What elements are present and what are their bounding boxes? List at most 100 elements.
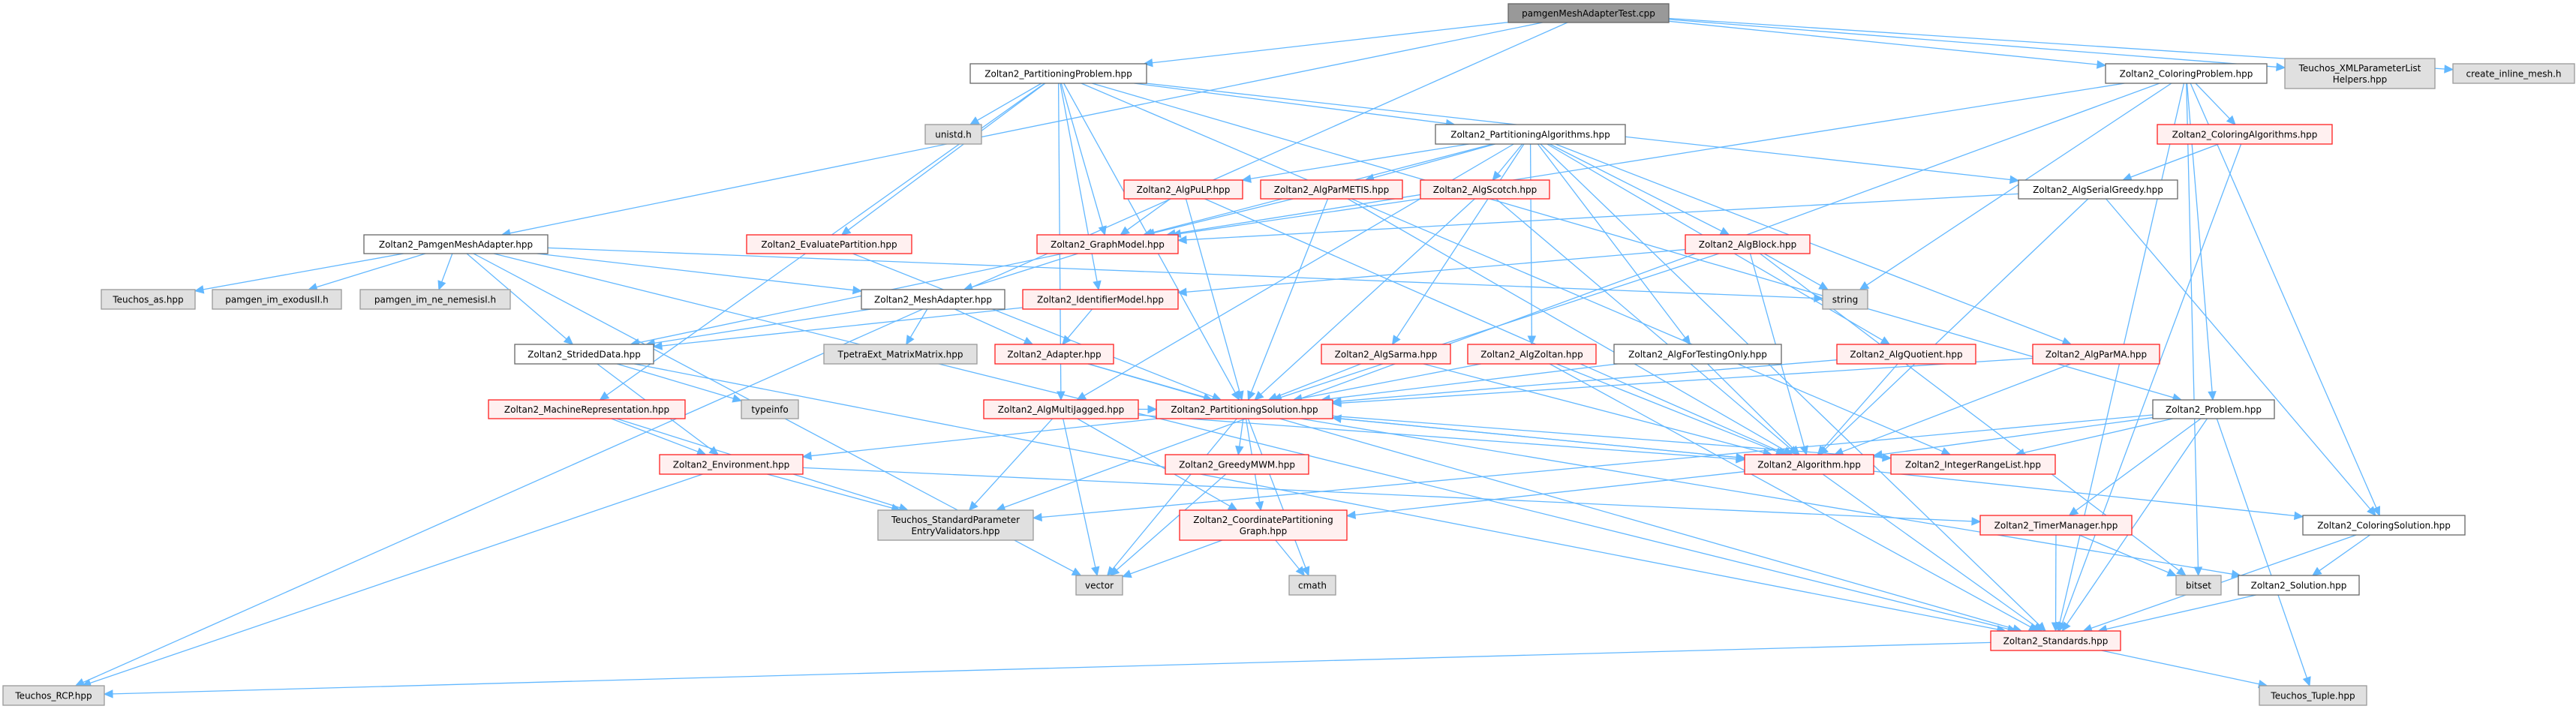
node-solution[interactable]: Zoltan2_Solution.hpp (2238, 575, 2360, 596)
node-algZoltan[interactable]: Zoltan2_AlgZoltan.hpp (1467, 344, 1597, 365)
edge-partAlgs-to-algZoltan (1529, 143, 1532, 337)
node-timerManager[interactable]: Zoltan2_TimerManager.hpp (1979, 515, 2133, 536)
arrowhead-icon (852, 285, 863, 295)
edge-pamgenAdapter-to-standards (493, 253, 2009, 629)
node-partSolution[interactable]: Zoltan2_PartitioningSolution.hpp (1156, 399, 1333, 419)
node-box (746, 234, 912, 254)
arrowhead-icon (2302, 676, 2311, 687)
node-algSerialGreedy[interactable]: Zoltan2_AlgSerialGreedy.hpp (2018, 179, 2178, 200)
arrowhead-icon (2367, 506, 2376, 516)
edge-colSolution-to-solution (2319, 534, 2370, 572)
edge-partAlgs-to-algParmetis (1372, 143, 1495, 179)
arrowhead-icon (732, 394, 743, 403)
arrowhead-icon (840, 226, 852, 236)
node-algParma[interactable]: Zoltan2_AlgParMA.hpp (2032, 344, 2160, 365)
arrowhead-icon (1177, 287, 1187, 296)
node-algBlock[interactable]: Zoltan2_AlgBlock.hpp (1685, 234, 1811, 254)
node-algPulp[interactable]: Zoltan2_AlgPuLP.hpp (1123, 179, 1243, 200)
node-stridedData[interactable]: Zoltan2_StridedData.hpp (514, 344, 654, 365)
node-test[interactable]: pamgenMeshAdapterTest.cpp (1507, 3, 1670, 23)
edge-pamgenAdapter-to-string (547, 247, 1815, 299)
node-label: Zoltan2_ColoringAlgorithms.hpp (2172, 130, 2318, 140)
node-algForTesting[interactable]: Zoltan2_AlgForTestingOnly.hpp (1613, 344, 1782, 365)
arrowhead-icon (2009, 175, 2020, 185)
arrowhead-icon (708, 446, 720, 455)
node-label: Teuchos_as.hpp (112, 295, 183, 305)
node-cmath: cmath (1288, 575, 1336, 596)
arrowhead-icon (969, 116, 980, 125)
arrowhead-icon (2051, 622, 2060, 632)
edge-colAlgs-to-algSerialGreedy (2130, 143, 2220, 178)
node-colSolution[interactable]: Zoltan2_ColoringSolution.hpp (2302, 515, 2466, 536)
node-graphModel[interactable]: Zoltan2_GraphModel.hpp (1036, 234, 1179, 254)
edge-algSarma-to-partSolution (1276, 363, 1361, 398)
node-box (1685, 234, 1811, 254)
node-environment[interactable]: Zoltan2_Environment.hpp (659, 454, 804, 475)
edge-algorithm-to-partSolution (1340, 418, 1745, 459)
edge-partSolution-to-vector (1112, 418, 1237, 569)
node-box (1036, 234, 1179, 254)
node-algSarma[interactable]: Zoltan2_AlgSarma.hpp (1321, 344, 1451, 365)
edge-environment-to-timerManager (802, 467, 1973, 522)
arrowhead-icon (599, 391, 610, 401)
node-idModel[interactable]: Zoltan2_IdentifierModel.hpp (1022, 289, 1179, 310)
node-machineRep[interactable]: Zoltan2_MachineRepresentation.hpp (488, 399, 686, 419)
edge-colProblem-to-colSolution (2190, 83, 2377, 509)
node-label: Zoltan2_Adapter.hpp (1007, 350, 1101, 360)
arrowhead-icon (2276, 62, 2286, 72)
edge-algParmetis-to-graphModel (1153, 198, 1294, 234)
arrowhead-icon (801, 451, 813, 461)
edge-algMJ-to-algorithm (1138, 414, 1737, 460)
node-meshAdapter[interactable]: Zoltan2_MeshAdapter.hpp (861, 289, 1005, 310)
node-label: Zoltan2_AlgForTestingOnly.hpp (1628, 350, 1767, 360)
node-greedyMWM[interactable]: Zoltan2_GreedyMWM.hpp (1165, 454, 1309, 475)
arrowhead-icon (968, 500, 978, 511)
node-string: string (1822, 289, 1868, 310)
arrowhead-icon (1120, 226, 1130, 236)
edge-meshAdapter-to-stridedData (654, 308, 871, 344)
node-label: Zoltan2_PamgenMeshAdapter.hpp (379, 239, 533, 250)
edge-partSolution-to-environment (810, 418, 1158, 457)
node-algorithm[interactable]: Zoltan2_Algorithm.hpp (1744, 454, 1874, 475)
edge-environment-to-teuchosRCP (89, 473, 703, 684)
node-problem[interactable]: Zoltan2_Problem.hpp (2152, 399, 2275, 419)
edge-algScotch-to-algorithm (1495, 198, 1792, 450)
edge-test-to-colProblem (1668, 20, 2098, 65)
arrowhead-icon (2311, 566, 2322, 576)
node-label: Teuchos_RCP.hpp (14, 691, 92, 701)
edge-pamgenAdapter-to-exodus (316, 253, 426, 288)
node-box (1288, 575, 1336, 596)
node-algQuotient[interactable]: Zoltan2_AlgQuotient.hpp (1836, 344, 1976, 365)
edges-layer (74, 17, 2454, 698)
node-label: Zoltan2_PartitioningAlgorithms.hpp (1450, 130, 1610, 140)
arrowhead-icon (1527, 335, 1537, 346)
arrowhead-icon (2372, 506, 2380, 517)
node-colAlgs[interactable]: Zoltan2_ColoringAlgorithms.hpp (2157, 124, 2333, 145)
node-adapter[interactable]: Zoltan2_Adapter.hpp (994, 344, 1114, 365)
node-label: Graph.hpp (1240, 526, 1287, 536)
node-algScotch[interactable]: Zoltan2_AlgScotch.hpp (1420, 179, 1550, 200)
node-label: Teuchos_StandardParameter (891, 515, 1020, 525)
node-algMJ[interactable]: Zoltan2_AlgMultiJagged.hpp (983, 399, 1139, 419)
node-algParmetis[interactable]: Zoltan2_AlgParMETIS.hpp (1260, 179, 1403, 200)
node-pamgenAdapter[interactable]: Zoltan2_PamgenMeshAdapter.hpp (363, 234, 549, 254)
node-box (659, 454, 804, 475)
node-intRangeList[interactable]: Zoltan2_IntegerRangeList.hpp (1890, 454, 2056, 475)
edge-algZoltan-to-standards (1549, 363, 2031, 628)
edge-problem-to-algorithm (1881, 416, 2154, 455)
node-box (2259, 685, 2367, 706)
node-label: bitset (2186, 581, 2211, 591)
node-box (1890, 454, 2056, 475)
node-evalPartition[interactable]: Zoltan2_EvaluatePartition.hpp (746, 234, 912, 254)
arrowhead-icon (1331, 414, 1342, 423)
edge-standards-to-teuchosRCP (112, 641, 1991, 695)
node-colProblem[interactable]: Zoltan2_ColoringProblem.hpp (2105, 63, 2268, 84)
edge-problem-to-teuchosTuple (2216, 418, 2307, 678)
node-partAlgs[interactable]: Zoltan2_PartitioningAlgorithms.hpp (1435, 124, 1626, 145)
node-box (1744, 454, 1874, 475)
node-label: Zoltan2_Environment.hpp (673, 460, 789, 470)
node-standards[interactable]: Zoltan2_Standards.hpp (1990, 630, 2121, 651)
node-box (359, 289, 511, 310)
node-partProblem[interactable]: Zoltan2_PartitioningProblem.hpp (969, 63, 1147, 84)
